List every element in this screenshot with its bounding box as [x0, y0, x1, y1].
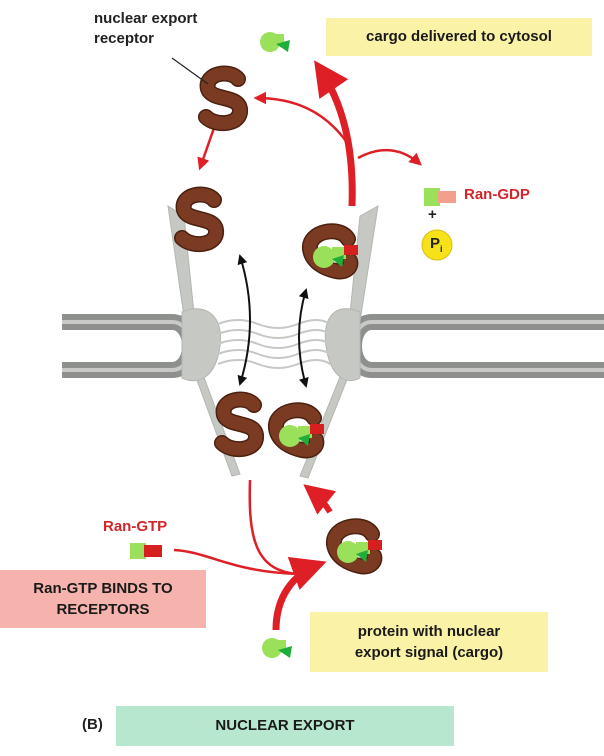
complex-shuttle-arrow — [298, 288, 309, 388]
ran-gtp-binds-line1: Ran-GTP BINDS TO — [33, 580, 173, 597]
phosphate-label: Pi — [430, 235, 443, 258]
phosphate-label-main: P — [430, 235, 441, 252]
cargo-delivered-box: cargo delivered to cytosol — [326, 18, 592, 56]
receptor-shuttle-arrow — [237, 254, 251, 386]
ran-gtp-icon — [130, 543, 162, 559]
ran-gtp-binds-line2: RECEPTORS — [56, 601, 150, 618]
nuclear-pore-complex — [167, 205, 379, 479]
export-complex-nuclear — [276, 410, 324, 450]
pathway-arrows — [173, 60, 422, 631]
panel-title-text: NUCLEAR EXPORT — [215, 717, 355, 734]
cargo-delivered-text: cargo delivered to cytosol — [366, 28, 552, 45]
receptor-label-line1: nuclear export — [94, 10, 198, 27]
assembled-export-complex — [334, 526, 382, 566]
phosphate-label-sub: i — [440, 244, 443, 254]
panel-letter: (B) — [82, 716, 103, 733]
ran-gdp-label: Ran-GDP — [464, 186, 530, 203]
export-complex-cytosolic — [310, 231, 358, 271]
receptor-label: nuclear export receptor — [94, 9, 197, 49]
pore-channel-fibrils — [217, 319, 331, 369]
ran-gtp-label: Ran-GTP — [103, 518, 168, 535]
receptor-leader-line — [171, 57, 209, 85]
plus-sign: + — [428, 206, 437, 223]
cargo-protein-line1: protein with nuclear — [357, 623, 501, 640]
cargo-delivered-icon — [260, 32, 290, 52]
ran-gtp-binds-box: Ran-GTP BINDS TO RECEPTORS — [0, 570, 206, 628]
receptor-label-line2: receptor — [94, 30, 155, 47]
receptor-entering-pore — [182, 195, 216, 245]
cargo-protein-icon — [262, 638, 292, 658]
panel-title-box: NUCLEAR EXPORT — [116, 706, 454, 746]
free-export-receptor — [206, 74, 240, 124]
phosphate-icon — [421, 229, 453, 261]
cargo-protein-box: protein with nuclear export signal (carg… — [310, 612, 548, 672]
receptor-in-nucleus — [222, 400, 256, 450]
ran-gdp-icon — [424, 188, 456, 206]
cargo-protein-line2: export signal (cargo) — [354, 644, 504, 661]
